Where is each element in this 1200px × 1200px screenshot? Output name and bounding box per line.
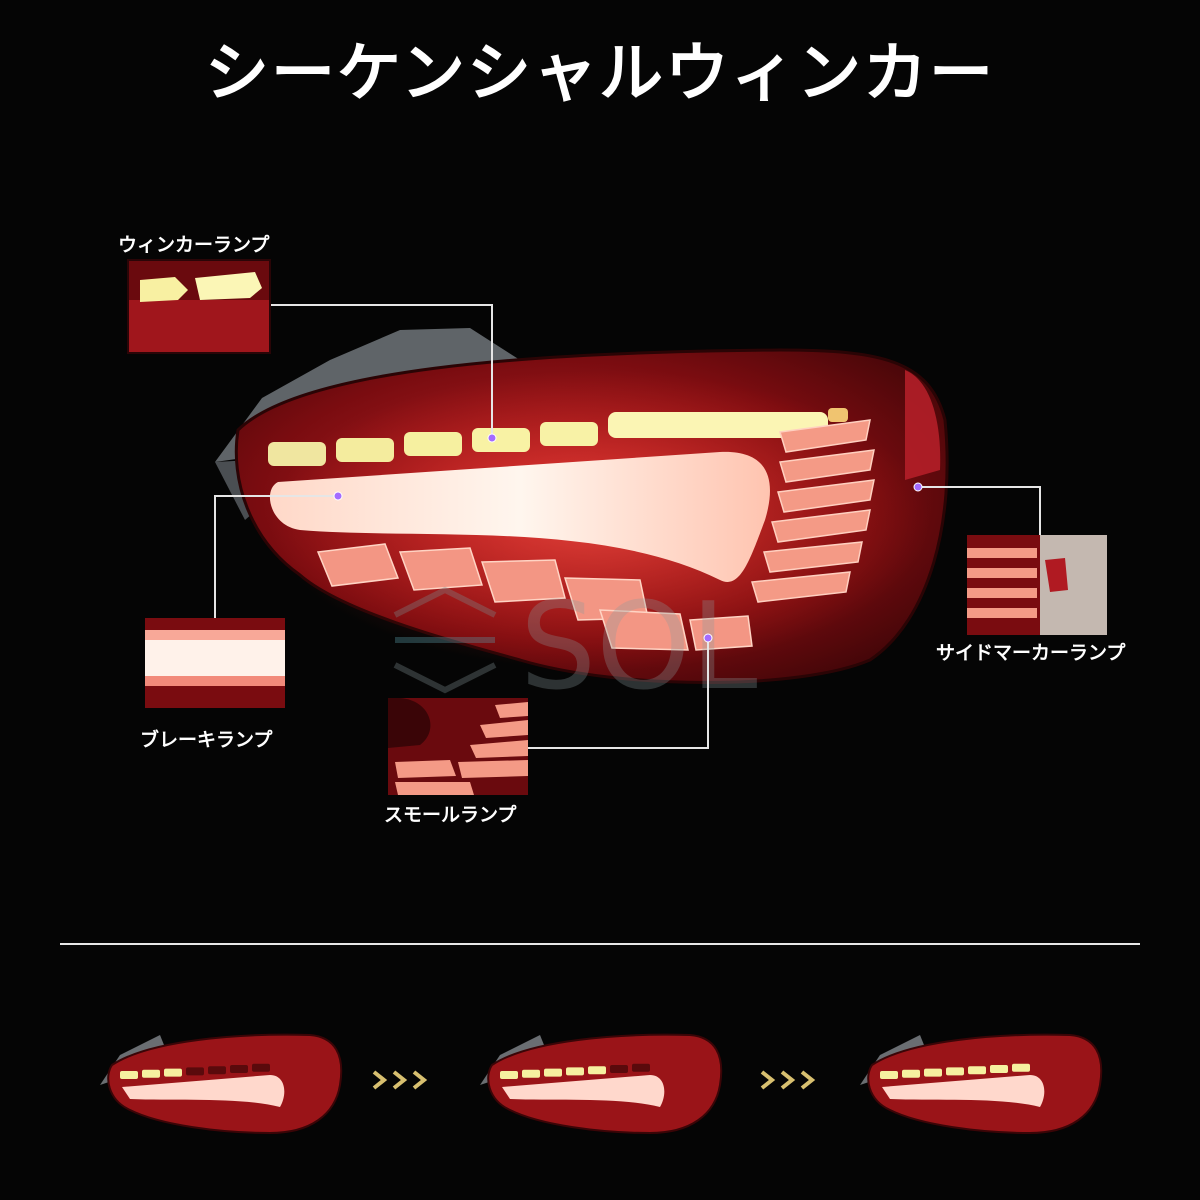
inset-brake (145, 618, 285, 708)
callout-label-side: サイドマーカーランプ (936, 642, 1126, 664)
turn-segment (990, 1065, 1008, 1073)
small-lamp-chevrons-bottom (316, 543, 753, 651)
side-marker (905, 370, 941, 480)
turn-segment (522, 1069, 540, 1078)
turn-signal-segments (268, 408, 848, 466)
sol-watermark (393, 586, 497, 694)
callout-label-winker: ウィンカーランプ (118, 234, 270, 256)
callout-line-brake (214, 495, 338, 618)
marker-dot-brake (333, 491, 343, 501)
callout-label-small: スモールランプ (384, 804, 517, 826)
turn-segment (946, 1067, 964, 1076)
marker-dot-side (913, 482, 923, 492)
turn-segment (902, 1069, 920, 1078)
marker-dot-small (703, 633, 713, 643)
turn-segment (142, 1069, 160, 1078)
inset-small (388, 698, 528, 795)
callout-line-winker (270, 304, 493, 438)
sequence-arrow-1 (372, 1070, 428, 1090)
step2-segments (500, 1063, 650, 1079)
turn-segment (924, 1068, 942, 1077)
turn-segment (544, 1068, 562, 1077)
sequence-step-2 (480, 1033, 723, 1135)
turn-segment (208, 1066, 226, 1075)
turn-segment (120, 1071, 138, 1079)
sequence-step-1 (100, 1033, 343, 1135)
turn-segment (252, 1063, 270, 1072)
turn-segment (230, 1065, 248, 1073)
turn-segment (186, 1067, 204, 1076)
step3-segments (880, 1063, 1030, 1079)
turn-segment (610, 1065, 628, 1073)
page-title: シーケンシャルウィンカー (204, 37, 996, 111)
callout-line-small (528, 638, 709, 749)
turn-segment (880, 1071, 898, 1079)
sequence-step-3 (860, 1033, 1103, 1135)
inset-side (967, 535, 1107, 635)
section-divider (60, 943, 1140, 945)
turn-segment (1012, 1063, 1030, 1072)
turn-segment (632, 1063, 650, 1072)
brake-light-bar (269, 451, 770, 582)
callout-line-side (918, 486, 1041, 540)
turn-segment (968, 1066, 986, 1075)
turn-segment (164, 1068, 182, 1077)
sequence-arrow-2 (760, 1070, 816, 1090)
turn-segment (566, 1067, 584, 1076)
sol-watermark-text: SOL (520, 578, 758, 717)
step1-segments (120, 1063, 270, 1079)
turn-segment (588, 1066, 606, 1075)
small-lamp-chevrons-right (751, 419, 875, 603)
inset-winker (127, 259, 271, 354)
turn-segment (500, 1071, 518, 1079)
callout-label-brake: ブレーキランプ (140, 729, 273, 751)
marker-dot-winker (487, 433, 497, 443)
